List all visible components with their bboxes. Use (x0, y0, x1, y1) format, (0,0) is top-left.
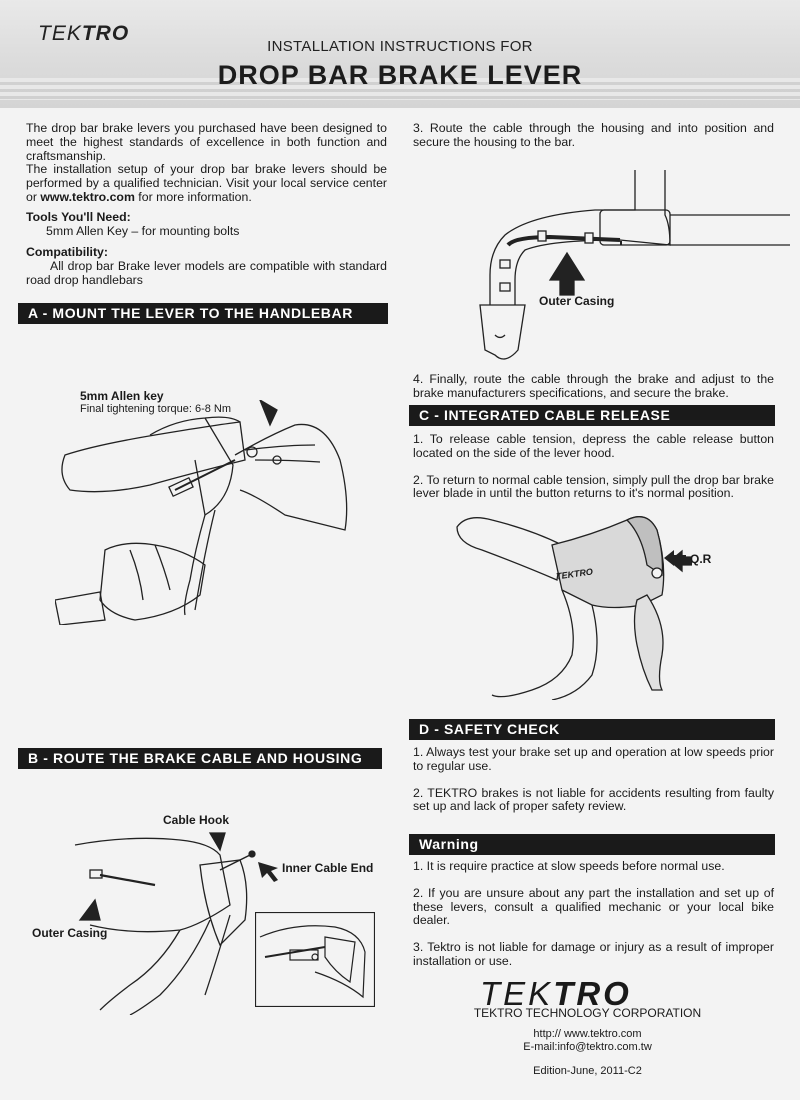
warning-text: 1. It is require practice at slow speeds… (413, 859, 774, 969)
route-housing-illustration (479, 170, 790, 360)
header-banner: TEKTRO INSTALLATION INSTRUCTIONS FOR DRO… (0, 0, 800, 108)
intro-p2: The installation setup of your drop bar … (26, 162, 387, 204)
website-link[interactable]: www.tektro.com (40, 189, 135, 204)
intro-p1: The drop bar brake levers you purchased … (26, 121, 387, 163)
header-stripes (0, 78, 800, 100)
mount-lever-illustration (55, 400, 348, 625)
section-d-heading: D - SAFETY CHECK (409, 719, 775, 740)
footer-email[interactable]: E-mail:info@tektro.com.tw (523, 1041, 652, 1053)
page-title: DROP BAR BRAKE LEVER (217, 60, 583, 90)
step3-text: 3. Route the cable through the housing a… (413, 121, 774, 149)
warning-heading: Warning (409, 834, 775, 855)
qr-label: Q.R (690, 552, 712, 566)
section-c-p1: 1. To release cable tension, depress the… (413, 432, 774, 460)
section-c-text: 1. To release cable tension, depress the… (413, 432, 774, 501)
section-b-heading: B - ROUTE THE BRAKE CABLE AND HOUSING (18, 748, 382, 769)
torque-label: Final tightening torque: 6-8 Nm (80, 403, 232, 415)
company-name: TEKTRO TECHNOLOGY CORPORATION (473, 1006, 702, 1020)
section-d-p1: 1. Always test your brake set up and ope… (413, 745, 774, 773)
tools-heading: Tools You'll Need: (26, 210, 131, 224)
cable-release-illustration (456, 516, 692, 700)
warning-p1: 1. It is require practice at slow speeds… (413, 859, 725, 873)
section-c-p2: 2. To return to normal cable tension, si… (413, 472, 774, 501)
warning-p2: 2. If you are unsure about any part the … (413, 885, 774, 928)
compat-block: Compatibility: All drop bar Brake lever … (26, 245, 387, 287)
route-cable-illustration (74, 832, 256, 1015)
inner-cable-arrow-icon (258, 862, 278, 882)
edition: Edition-June, 2011-C2 (533, 1065, 642, 1077)
intro-text: The drop bar brake levers you purchased … (26, 121, 387, 205)
header-subtitle: INSTALLATION INSTRUCTIONS FOR (267, 38, 533, 55)
section-c-heading: C - INTEGRATED CABLE RELEASE (409, 405, 775, 426)
footer-url[interactable]: http:// www.tektro.com (533, 1028, 642, 1040)
qr-arrow-icon (664, 550, 686, 566)
allen-key-label: 5mm Allen key (80, 389, 164, 403)
footer-brand-logo: TEKTRO (480, 975, 632, 1012)
inner-cable-end-label: Inner Cable End (282, 861, 374, 875)
tools-block: Tools You'll Need: 5mm Allen Key – for m… (26, 210, 387, 239)
step4-text: 4. Finally, route the cable through the … (413, 372, 774, 400)
compat-heading: Compatibility: (26, 245, 108, 259)
outer-casing-label-right: Outer Casing (539, 294, 615, 308)
outer-casing-label-b: Outer Casing (32, 926, 108, 940)
warning-p3: 3. Tektro is not liable for damage or in… (413, 940, 774, 968)
cable-hook-label: Cable Hook (163, 813, 230, 827)
brand-logo: TEKTRO (38, 22, 130, 45)
cable-hook-detail-inset (255, 912, 375, 1007)
tools-item: 5mm Allen Key – for mounting bolts (46, 223, 240, 238)
compat-text: All drop bar Brake lever models are comp… (26, 258, 387, 287)
section-d-p2: 2. TEKTRO brakes is not liable for accid… (413, 785, 774, 814)
section-d-text: 1. Always test your brake set up and ope… (413, 745, 774, 814)
section-a-heading: A - MOUNT THE LEVER TO THE HANDLEBAR (18, 303, 388, 324)
